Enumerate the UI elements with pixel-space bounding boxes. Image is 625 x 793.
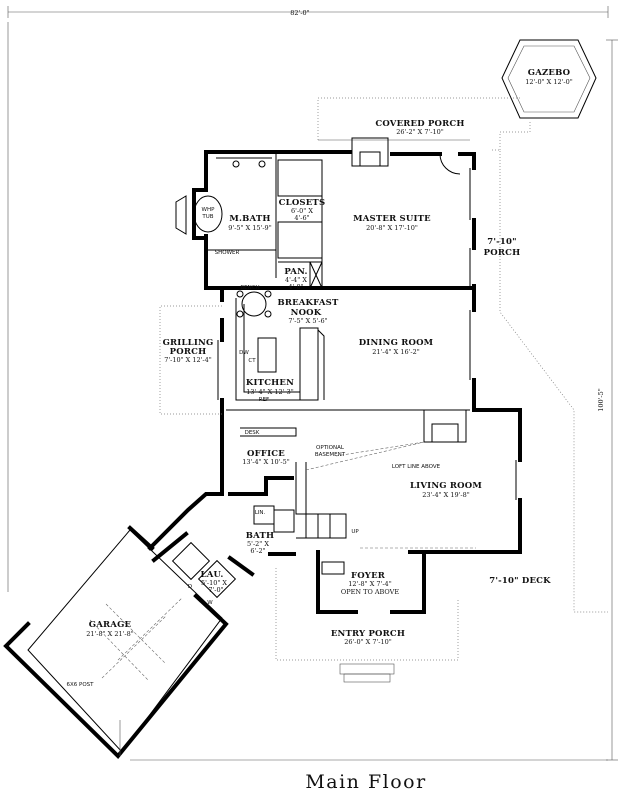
laundry-dims-2: 7'-0" (208, 586, 223, 594)
foyer-note: OPEN TO ABOVE (341, 588, 399, 596)
living-room-dims: 23'-4" X 19'-8" (422, 491, 470, 499)
office-dims: 13'-4" X 10'-5" (242, 458, 290, 466)
office-label: OFFICE (247, 449, 285, 459)
laundry-dims-1: 5'-10" X (201, 579, 227, 587)
whp-label: WHP (202, 207, 216, 213)
washer-label: W (207, 600, 213, 606)
foyer-dims: 12'-8" X 7'-4" (348, 580, 391, 588)
ct-label: CT (248, 358, 256, 364)
overall-width-label: 82'-0" (290, 9, 309, 17)
pantry-label: PAN. (284, 267, 307, 277)
dryer-label: D (188, 584, 192, 590)
grilling-dims: 7'-10" X 12'-4" (164, 356, 212, 364)
basement-label: BASEMENT (315, 452, 346, 458)
closets-label: CLOSETS (279, 198, 326, 208)
side-porch-label: PORCH (484, 248, 521, 258)
kitchen-label: KITCHEN (246, 378, 294, 388)
optional-label: OPTIONAL (316, 445, 345, 451)
breakfast-label: BREAKFAST (277, 298, 339, 308)
stair-up-label: UP (351, 529, 359, 535)
linen-label: LIN. (255, 510, 266, 516)
side-porch-dims: 7'-10" (487, 237, 517, 247)
whirlpool-tub (193, 195, 223, 233)
bath-dims-1: 5'-2" X (247, 540, 269, 548)
covered-porch-dims: 26'-2" X 7'-10" (396, 128, 444, 136)
pantry-dims-2: 4'-0" (288, 283, 303, 291)
gazebo-outline (501, 39, 597, 119)
tub-label: TUB (201, 214, 213, 220)
shower-label: SHOWER (215, 250, 240, 256)
gazebo-dims: 12'-0" X 12'-0" (525, 78, 573, 86)
floor-title: Main Floor (305, 771, 426, 793)
kitchen-dims: 13'-4" X 12'-3" (246, 388, 294, 396)
deck-label: 7'-10" DECK (489, 576, 551, 586)
central-walls (159, 286, 522, 577)
bath-dims-2: 6'-2" (250, 547, 265, 555)
bath-label: BATH (246, 531, 274, 541)
gazebo-label: GAZEBO (528, 68, 571, 78)
mbath-label: M.BATH (229, 214, 270, 224)
master-suite-dims: 20'-8" X 17'-10" (366, 224, 418, 232)
foyer-label: FOYER (351, 571, 386, 581)
dining-room-dims: 21'-4" X 16'-2" (372, 348, 420, 356)
closets-dims-1: 6'-0" X (291, 207, 313, 215)
desk-label: DESK (245, 430, 260, 436)
garage-label: GARAGE (89, 620, 132, 630)
master-suite-label: MASTER SUITE (353, 214, 431, 224)
pantry-dims-1: 4'-4" X (285, 276, 307, 284)
overall-dimension-lines (7, 6, 618, 761)
entry-porch-dims: 26'-0" X 7'-10" (344, 638, 392, 646)
overall-depth-label: 100'-5" (597, 388, 605, 412)
bench-label: BENCH (240, 285, 259, 291)
garage-walls (3, 492, 237, 759)
covered-porch-label: COVERED PORCH (375, 119, 464, 129)
breakfast-dims: 7'-5" X 5'-6" (288, 317, 327, 325)
entry-porch-label: ENTRY PORCH (331, 629, 405, 639)
ref-label: REF (259, 397, 269, 403)
master-wing-walls (175, 137, 476, 290)
rear-porch-outline (317, 97, 608, 613)
closets-dims-2: 4'-6" (294, 214, 309, 222)
grilling-porch-label: PORCH (170, 347, 207, 357)
mbath-dims: 9'-5" X 15'-9" (228, 224, 271, 232)
laundry-label: LAU. (201, 570, 224, 580)
post-label: 6X6 POST (66, 682, 94, 688)
grilling-label: GRILLING (163, 338, 214, 348)
nook-label: NOOK (291, 308, 322, 318)
living-room-label: LIVING ROOM (410, 481, 482, 491)
garage-dims: 21'-8" X 21'-8" (86, 630, 134, 638)
loft-line-label: LOFT LINE ABOVE (392, 464, 441, 470)
dw-label: DW (239, 350, 249, 356)
foyer-walls (275, 550, 459, 683)
dining-room-label: DINING ROOM (359, 338, 434, 348)
